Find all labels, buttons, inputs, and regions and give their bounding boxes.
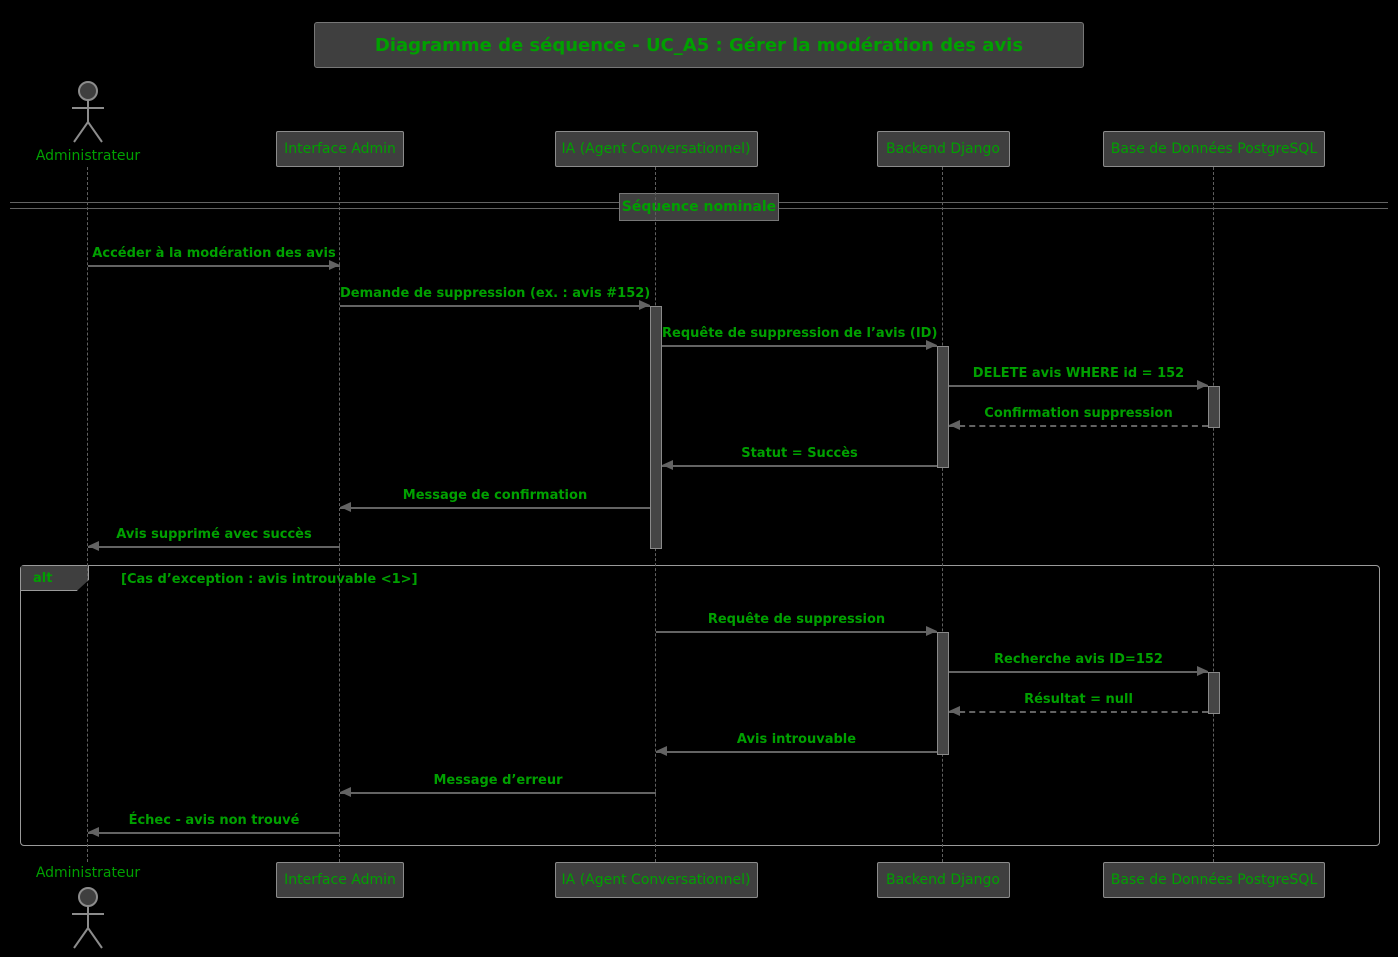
actor-administrateur-top-figure [66, 80, 110, 146]
message-label: Avis introuvable [736, 732, 857, 747]
message-arrowhead [329, 260, 340, 270]
message-arrowhead [926, 340, 937, 350]
divider-label: Séquence nominale [619, 193, 779, 221]
lifeline-administrateur [87, 167, 88, 862]
message-label: Requête de suppression de l’avis (ID) [662, 326, 938, 341]
participant-interface-admin-bottom: Interface Admin [276, 862, 404, 898]
message-line [340, 305, 650, 307]
message-arrowhead [88, 827, 99, 837]
message-line [656, 751, 937, 753]
message-label: Message d’erreur [433, 773, 563, 788]
alt-frame: alt [Cas d’exception : avis introuvable … [20, 565, 1380, 846]
message-label: Échec - avis non trouvé [128, 813, 300, 828]
message-line [88, 265, 340, 267]
message-arrowhead [949, 420, 960, 430]
message-arrowhead [639, 300, 650, 310]
message-arrowhead [1197, 666, 1208, 676]
message-label: DELETE avis WHERE id = 152 [972, 366, 1185, 381]
message-line [662, 345, 937, 347]
message-arrowhead [656, 746, 667, 756]
participant-backend-django-bottom: Backend Django [876, 862, 1010, 898]
message-line [656, 631, 937, 633]
message-arrowhead [88, 541, 99, 551]
message-label: Accéder à la modération des avis [92, 246, 336, 261]
message-label: Requête de suppression [707, 612, 886, 627]
message-label: Recherche avis ID=152 [994, 652, 1163, 667]
participant-bdd-postgresql-top: Base de Données PostgreSQL [1103, 131, 1325, 167]
message-line [949, 671, 1208, 673]
activation-bar-bdd-postgresql [1208, 672, 1220, 714]
participant-administrateur-bottom-label: Administrateur [35, 865, 141, 881]
message-line [340, 792, 656, 794]
message-arrowhead [340, 787, 351, 797]
participant-bdd-postgresql-bottom: Base de Données PostgreSQL [1103, 862, 1325, 898]
message-label: Résultat = null [1024, 692, 1133, 707]
message-line [88, 546, 340, 548]
message-label: Statut = Succès [741, 446, 858, 461]
message-line [949, 385, 1208, 387]
message-line [949, 425, 1208, 427]
activation-bar-bdd-postgresql [1208, 386, 1220, 428]
message-arrowhead [926, 626, 937, 636]
lifeline-bdd-postgresql [1213, 167, 1214, 862]
message-arrowhead [1197, 380, 1208, 390]
alt-guard-condition: [Cas d’exception : avis introuvable <1>] [121, 572, 418, 587]
activation-bar-backend-django [937, 632, 949, 755]
participant-interface-admin-top: Interface Admin [276, 131, 404, 167]
activation-bar-backend-django [937, 346, 949, 468]
alt-operator-label: alt [21, 566, 89, 591]
message-arrowhead [340, 502, 351, 512]
message-arrowhead [662, 460, 673, 470]
message-line [88, 832, 340, 834]
message-label: Message de confirmation [402, 488, 588, 503]
actor-icon [72, 81, 104, 143]
participant-administrateur-top-label: Administrateur [35, 148, 141, 164]
diagram-title-text: Diagramme de séquence - UC_A5 : Gérer la… [374, 34, 1024, 56]
message-label: Avis supprimé avec succès [116, 527, 312, 542]
message-label: Demande de suppression (ex. : avis #152) [340, 286, 651, 301]
participant-ia-agent-top: IA (Agent Conversationnel) [554, 131, 758, 167]
diagram-title: Diagramme de séquence - UC_A5 : Gérer la… [314, 22, 1084, 68]
participant-ia-agent-bottom: IA (Agent Conversationnel) [554, 862, 758, 898]
actor-icon [72, 887, 104, 949]
lifeline-interface-admin [339, 167, 340, 862]
lifeline-backend-django [942, 167, 943, 862]
message-line [340, 507, 650, 509]
message-arrowhead [949, 706, 960, 716]
message-label: Confirmation suppression [984, 406, 1173, 421]
message-line [662, 465, 937, 467]
activation-bar-ia-agent [650, 306, 662, 549]
actor-administrateur-bottom-figure [66, 886, 110, 952]
message-line [949, 711, 1208, 713]
participant-backend-django-top: Backend Django [876, 131, 1010, 167]
